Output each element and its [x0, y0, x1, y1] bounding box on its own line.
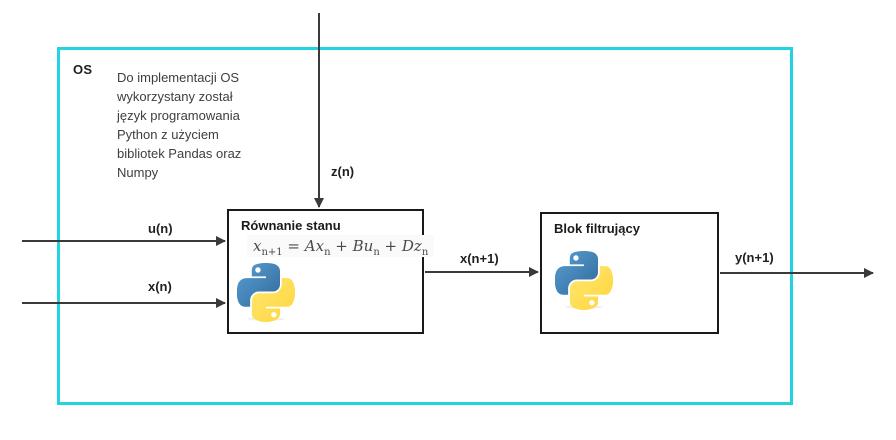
state-equation: xn+1 = Axn + Bun + Dzn — [247, 235, 435, 258]
signal-label-x-next: x(n+1) — [460, 251, 499, 266]
signal-label-y-next: y(n+1) — [735, 250, 774, 265]
block-state-title: Równanie stanu — [241, 218, 341, 233]
os-frame-label: OS — [73, 62, 93, 77]
python-logo-icon — [237, 263, 295, 322]
signal-label-u: u(n) — [148, 221, 173, 236]
os-frame — [57, 47, 793, 405]
python-logo-icon — [555, 251, 613, 310]
signal-label-x: x(n) — [148, 279, 172, 294]
signal-label-z: z(n) — [331, 164, 355, 179]
os-description-text: Do implementacji OS wykorzystany został … — [117, 70, 242, 180]
block-filter-title: Blok filtrujący — [554, 221, 640, 236]
